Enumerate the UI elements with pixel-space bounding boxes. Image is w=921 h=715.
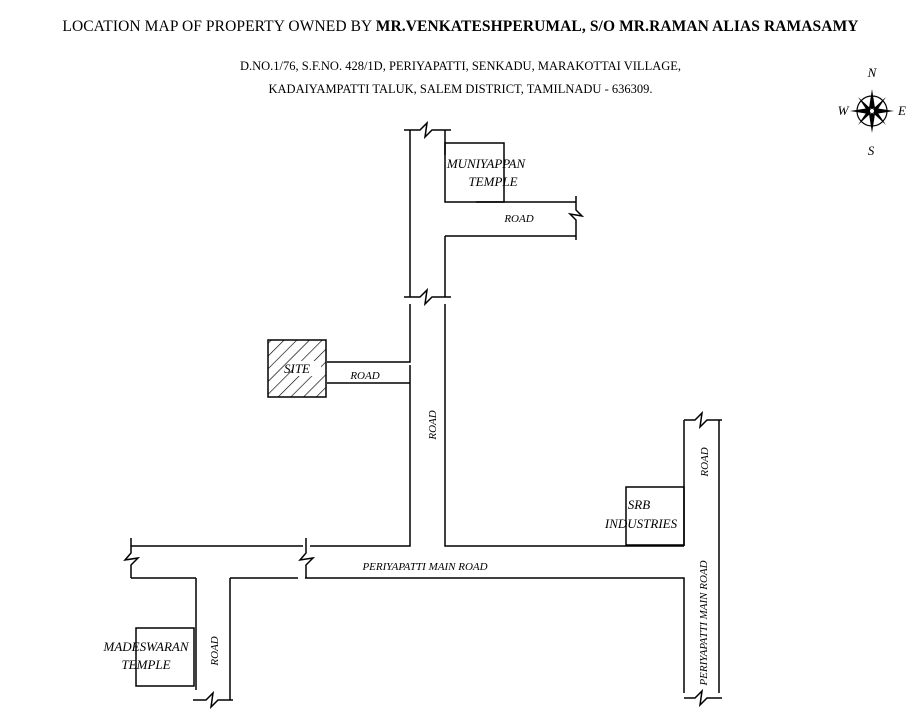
madeswaran-label-1: MADESWARAN <box>102 639 189 654</box>
srb-label-2: INDUSTRIES <box>604 516 678 531</box>
central-road-left-edge <box>327 130 411 363</box>
central-road-left-edge-lower <box>131 365 411 547</box>
road-label-central: ROAD <box>427 410 439 440</box>
compass-rose: N S W E <box>838 65 906 158</box>
title-prefix: LOCATION MAP OF PROPERTY OWNED BY <box>62 18 376 35</box>
break-mid <box>404 287 451 307</box>
muniyappan-label-1: MUNIYAPPAN <box>446 156 527 171</box>
address-line-1: D.NO.1/76, S.F.NO. 428/1D, PERIYAPATTI, … <box>239 59 682 73</box>
break-right-top <box>684 410 722 430</box>
srb-industries <box>625 486 685 546</box>
compass-north-point <box>869 89 875 108</box>
break-center-main <box>298 538 316 578</box>
central-road-right-edge-mid <box>444 236 684 547</box>
road-label-site: ROAD <box>349 370 379 382</box>
main-road-lower-edge <box>131 577 685 693</box>
address-line-2: KADAIYAMPATTI TALUK, SALEM DISTRICT, TAM… <box>268 82 653 96</box>
break-temple-road <box>567 196 585 240</box>
break-bottom-left <box>193 690 233 710</box>
compass-west-label: W <box>838 103 850 118</box>
break-right-bottom <box>684 688 722 708</box>
site-label: SITE <box>284 361 310 376</box>
muniyappan-temple <box>444 142 505 203</box>
muniyappan-label-2: TEMPLE <box>468 174 517 189</box>
main-road-label-vertical: PERIYAPATTI MAIN ROAD <box>698 560 710 686</box>
break-top <box>404 120 451 140</box>
madeswaran-temple <box>135 627 195 687</box>
compass-north-label: N <box>867 65 878 80</box>
map-title: LOCATION MAP OF PROPERTY OWNED BY MR.VEN… <box>0 18 921 36</box>
madeswaran-label-2: TEMPLE <box>121 657 170 672</box>
main-road-label-horizontal: PERIYAPATTI MAIN ROAD <box>361 561 487 573</box>
break-left-main <box>123 538 141 578</box>
road-label-temple: ROAD <box>503 213 533 225</box>
compass-south-label: S <box>868 143 875 158</box>
srb-label-1: SRB <box>628 497 650 512</box>
road-label-bottom: ROAD <box>209 636 221 666</box>
compass-east-label: E <box>897 103 906 118</box>
owner-name: MR.VENKATESHPERUMAL, S/O MR.RAMAN ALIAS … <box>375 18 859 35</box>
road-label-right: ROAD <box>699 447 711 477</box>
